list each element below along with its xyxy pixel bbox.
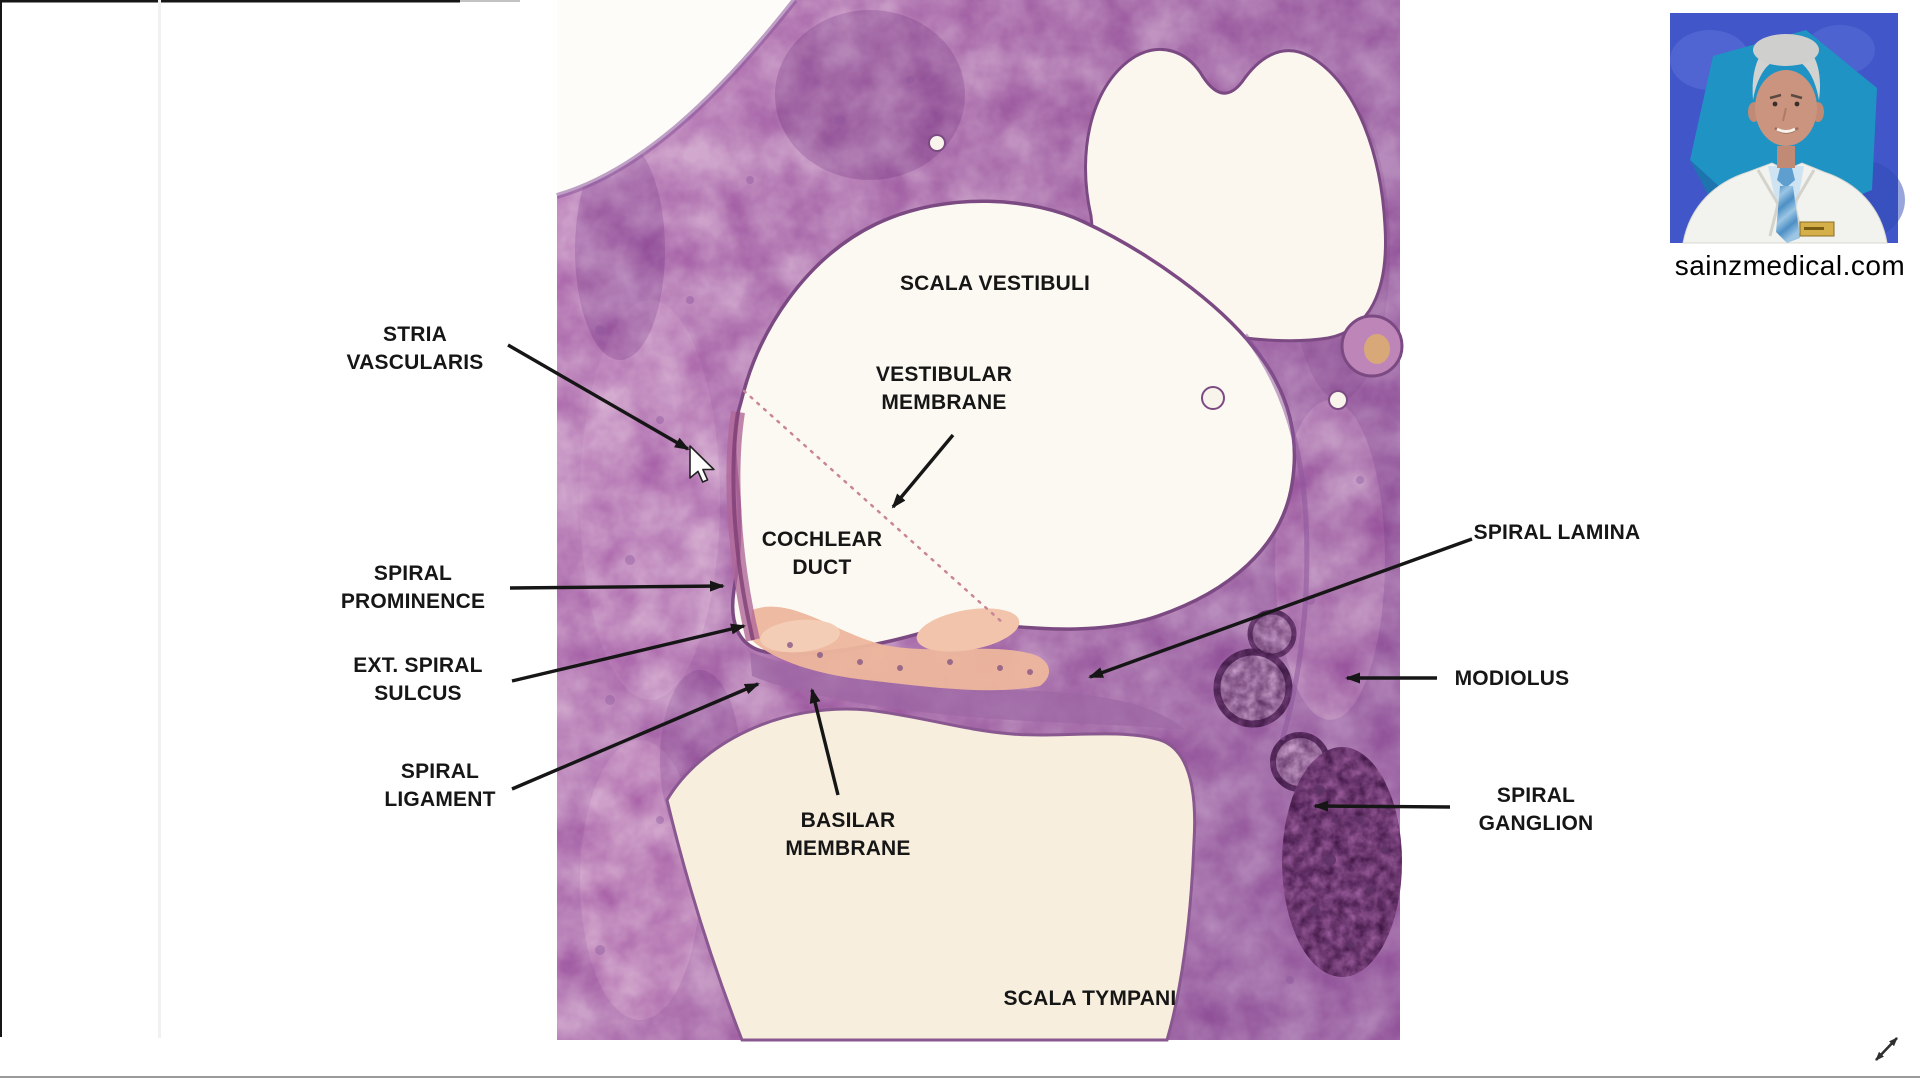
spiral-ganglion-region (1282, 747, 1402, 977)
scala-tympani-cavity (665, 707, 1197, 1042)
doctor-figure (1682, 34, 1888, 244)
tissue-upper-edge (556, 0, 798, 199)
organ-of-corti (750, 606, 1050, 691)
label-arrow-basilar-membrane (809, 688, 840, 796)
watermark-site-text: sainzmedical.com (1674, 250, 1906, 281)
label-arrow-vestibular-membrane (891, 433, 955, 509)
spiral-lamina-band (750, 652, 1185, 730)
vacuoles (928, 134, 1348, 410)
watermark-photo (1670, 13, 1905, 244)
label-arrow-spiral-ganglion (1313, 800, 1451, 812)
annotation-arrows (507, 343, 1473, 812)
frame-border-left (0, 0, 2, 1037)
label-arrow-ext-spiral-sulcus (511, 623, 746, 683)
micrograph (556, 0, 1404, 1042)
tissue-speckles (595, 76, 1364, 984)
frame-border-bottom (0, 1076, 1920, 1078)
label-arrow-spiral-ligament (511, 682, 760, 791)
scala-vestibuli-cavity (730, 199, 1297, 656)
page-edge-line (158, 0, 161, 1038)
frame-border-top-fade (460, 0, 520, 2)
slide-corner-white (557, 0, 795, 196)
fullscreen-expand-icon[interactable] (1875, 1037, 1898, 1061)
label-arrow-spiral-prominence (509, 580, 725, 592)
vestibular-membrane-line (742, 389, 1005, 625)
mouse-cursor-pointer (689, 445, 715, 483)
stria-vascularis-strip (726, 410, 760, 642)
modiolus-edge (1243, 333, 1310, 741)
vessel-structure (1340, 314, 1404, 378)
label-arrow-stria-vascularis (507, 343, 690, 451)
frame-border-top (0, 0, 460, 3)
label-arrow-spiral-lamina (1088, 537, 1473, 679)
